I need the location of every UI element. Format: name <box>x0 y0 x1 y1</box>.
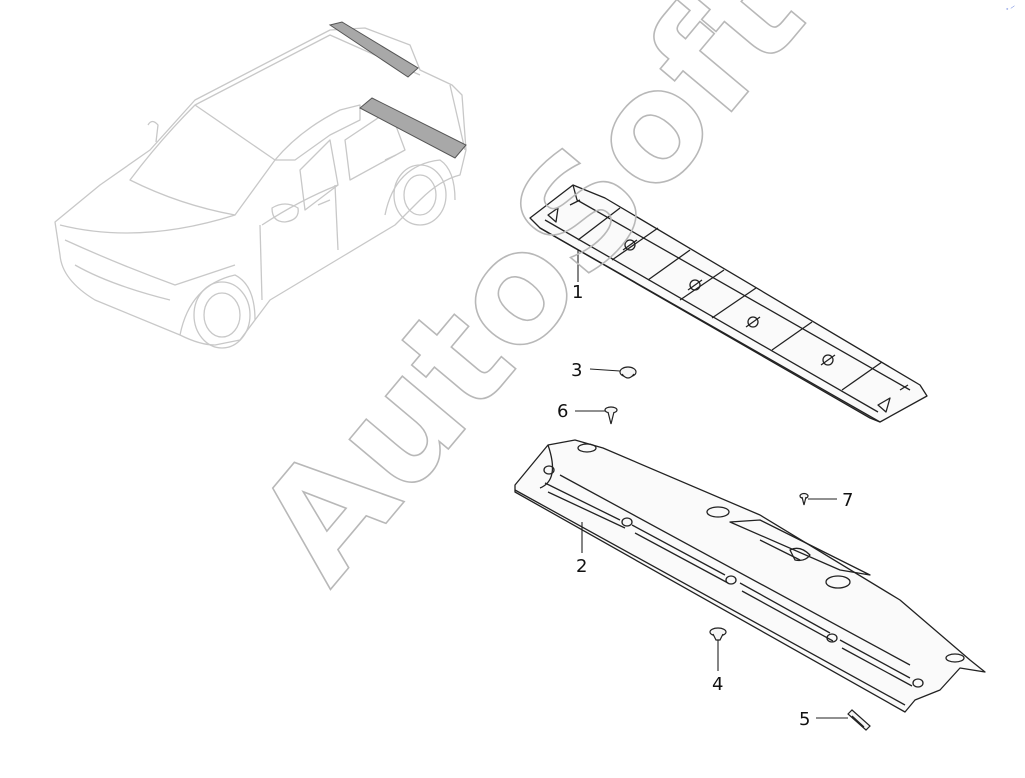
part-6-screw <box>604 406 618 425</box>
vehicle-locator <box>54 27 467 349</box>
callout-2: 2 <box>576 556 587 577</box>
callout-5: 5 <box>799 709 810 730</box>
callout-4: 4 <box>712 674 723 695</box>
leader-lines <box>575 250 848 719</box>
corner-mark: ° — <box>1006 4 1017 14</box>
highlight-rear-trim <box>359 97 467 159</box>
part-5-retainer <box>847 709 871 731</box>
part-3-cap <box>619 366 637 379</box>
highlight-roof-trim <box>328 21 419 78</box>
vehicle-highlight <box>328 21 467 159</box>
part-1-clips <box>547 199 909 413</box>
callout-6: 6 <box>557 401 568 422</box>
callout-1: 1 <box>572 282 583 303</box>
part-7-screw <box>799 492 809 506</box>
part-2-rear-trim-panel <box>514 439 986 713</box>
callout-7: 7 <box>842 490 853 511</box>
part-4-clip <box>709 627 727 641</box>
part-1-roof-trim <box>529 184 928 423</box>
callout-3: 3 <box>571 360 582 381</box>
